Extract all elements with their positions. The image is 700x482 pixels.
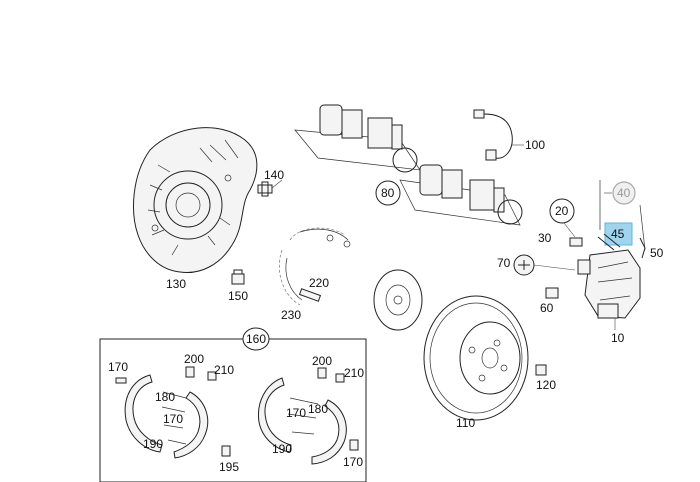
label-170-d[interactable]: 170 (343, 455, 363, 469)
label-30[interactable]: 30 (538, 231, 552, 245)
label-140[interactable]: 140 (264, 168, 284, 182)
label-195[interactable]: 195 (219, 460, 239, 474)
brake-shoe-left-a[interactable] (124, 374, 163, 453)
label-190-b[interactable]: 190 (272, 442, 292, 456)
label-50[interactable]: 50 (650, 246, 664, 260)
label-20[interactable]: 20 (555, 204, 569, 218)
label-150[interactable]: 150 (228, 289, 248, 303)
adjuster-220[interactable] (298, 288, 322, 302)
callout-20-circle (549, 198, 575, 224)
label-45[interactable]: 45 (611, 227, 625, 241)
label-220[interactable]: 220 (309, 276, 329, 290)
label-40[interactable]: 40 (617, 186, 631, 200)
brake-disc-110[interactable] (423, 295, 529, 421)
label-100[interactable]: 100 (525, 138, 545, 152)
wear-sensor-100[interactable] (473, 109, 524, 161)
kit-160-box (99, 338, 367, 482)
parking-brake-shoes-overview[interactable] (279, 227, 351, 306)
label-200-a[interactable]: 200 (184, 352, 204, 366)
springs-right[interactable] (287, 367, 359, 451)
brake-shoe-left-b[interactable] (173, 391, 209, 459)
bolt-60[interactable] (545, 287, 559, 299)
label-180-a[interactable]: 180 (155, 390, 175, 404)
label-10[interactable]: 10 (611, 331, 625, 345)
parking-brake-drum[interactable] (373, 269, 423, 331)
brake-caliper-10[interactable] (577, 249, 641, 330)
label-170-a[interactable]: 170 (108, 360, 128, 374)
callout-80-circle (375, 180, 401, 206)
springs-left[interactable] (115, 366, 231, 457)
label-190-a[interactable]: 190 (143, 437, 163, 451)
brake-pads-set-bottom[interactable] (399, 164, 523, 226)
label-110[interactable]: 110 (456, 416, 475, 430)
label-200-b[interactable]: 200 (312, 354, 332, 368)
pin-group-40[interactable] (599, 180, 646, 251)
brake-pads-set-top[interactable] (294, 104, 421, 173)
bleed-screw-30[interactable] (563, 222, 583, 247)
spring-50[interactable] (639, 237, 646, 259)
label-180-b[interactable]: 180 (308, 402, 328, 416)
label-60[interactable]: 60 (540, 301, 554, 315)
wrench-icon[interactable] (513, 254, 576, 276)
label-170-b[interactable]: 170 (163, 412, 183, 426)
label-70[interactable]: 70 (497, 256, 511, 270)
label-130[interactable]: 130 (166, 277, 186, 291)
bolt-120[interactable] (535, 364, 547, 376)
label-170-c[interactable]: 170 (286, 406, 306, 420)
bolt-140[interactable] (257, 179, 283, 197)
callout-160-circle (242, 327, 270, 351)
label-230[interactable]: 230 (281, 308, 301, 322)
brake-dust-shield[interactable] (133, 127, 258, 274)
brake-shoe-right-a[interactable] (257, 377, 292, 453)
callout-40-circle (612, 181, 636, 205)
label-160[interactable]: 160 (246, 332, 266, 346)
label-120[interactable]: 120 (536, 378, 556, 392)
label-210-b[interactable]: 210 (344, 366, 364, 380)
retaining-pin-45[interactable] (597, 233, 621, 251)
callout-45-highlight (604, 222, 633, 246)
label-210-a[interactable]: 210 (214, 363, 234, 377)
label-80[interactable]: 80 (381, 186, 395, 200)
bolt-150[interactable] (231, 269, 245, 285)
brake-shoe-right-b[interactable] (311, 399, 347, 465)
